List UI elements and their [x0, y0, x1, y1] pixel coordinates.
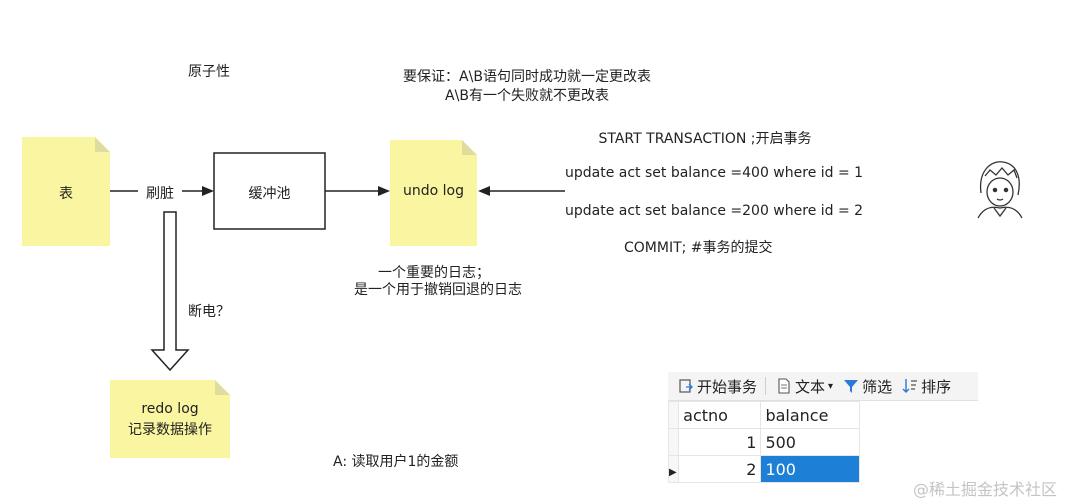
requirement-line-1: 要保证：A\B语句同时成功就一定更改表 [403, 69, 651, 85]
table-row[interactable]: ▶ 2 100 [667, 455, 860, 483]
undo-log-label: undo log [403, 183, 464, 199]
toolbar-divider [765, 377, 767, 395]
sort-icon [902, 379, 918, 393]
filter-icon [844, 380, 859, 393]
row-indicator[interactable] [667, 428, 680, 456]
sort-label: 排序 [921, 377, 952, 396]
avatar [977, 161, 1023, 219]
sql-update-2: update act set balance =200 where id = 2 [565, 203, 864, 219]
redo-log-desc: 记录数据操作 [128, 422, 212, 438]
undo-note-line-1: 一个重要的日志； [378, 265, 490, 281]
flush-label: 刷脏 [138, 183, 182, 203]
begin-transaction-label: 开始事务 [697, 377, 758, 396]
diagram-title: 原子性 [188, 64, 230, 80]
watermark: @稀土掘金技术社区 [913, 480, 1058, 499]
arrow-to-undo [325, 186, 390, 196]
row-indicator[interactable]: ▶ [667, 455, 680, 483]
read-note: A: 读取用户1的金额 [333, 454, 459, 470]
sql-commit: COMMIT; #事务的提交 [624, 240, 773, 256]
transaction-icon [679, 379, 693, 393]
column-header-balance[interactable]: balance [760, 401, 860, 429]
text-button[interactable]: 文本 ▾ [776, 376, 833, 397]
cell-actno[interactable]: 2 [678, 455, 762, 483]
buffer-pool-label: 缓冲池 [248, 186, 291, 202]
arrow-from-sql [478, 186, 565, 196]
current-row-arrow-icon: ▶ [669, 466, 677, 478]
note-table [22, 137, 110, 246]
note-redo-log [110, 380, 230, 458]
sort-button[interactable]: 排序 [902, 376, 951, 397]
cell-actno[interactable]: 1 [678, 428, 762, 456]
undo-note-line-2: 是一个用于撤销回退的日志 [354, 282, 522, 298]
redo-log-label: redo log [141, 401, 199, 417]
cell-balance[interactable]: 500 [760, 428, 860, 456]
result-grid: actno balance 1 500 ▶ 2 100 [667, 401, 860, 483]
filter-button[interactable]: 筛选 [843, 376, 892, 397]
table-label: 表 [59, 186, 73, 202]
table-row[interactable]: 1 500 [667, 428, 860, 456]
document-icon [778, 378, 790, 394]
requirement-line-2: A\B有一个失败就不更改表 [445, 88, 609, 104]
dropdown-caret-icon: ▾ [828, 380, 834, 392]
sql-start: START TRANSACTION ;开启事务 [598, 131, 812, 147]
text-label: 文本 [795, 377, 826, 396]
grid-header-row: actno balance [667, 401, 860, 429]
grid-toolbar: 开始事务 文本 ▾ 筛选 排序 [668, 372, 978, 401]
column-header-actno[interactable]: actno [678, 401, 762, 429]
begin-transaction-button[interactable]: 开始事务 [678, 376, 757, 397]
filter-label: 筛选 [862, 377, 893, 396]
cell-balance-selected[interactable]: 100 [760, 455, 860, 483]
power-off-label: 断电？ [188, 304, 230, 320]
sql-update-1: update act set balance =400 where id = 1 [565, 165, 864, 181]
arrow-power-off [150, 211, 190, 372]
note-undo-log [390, 140, 477, 246]
row-indicator-header [667, 401, 680, 429]
